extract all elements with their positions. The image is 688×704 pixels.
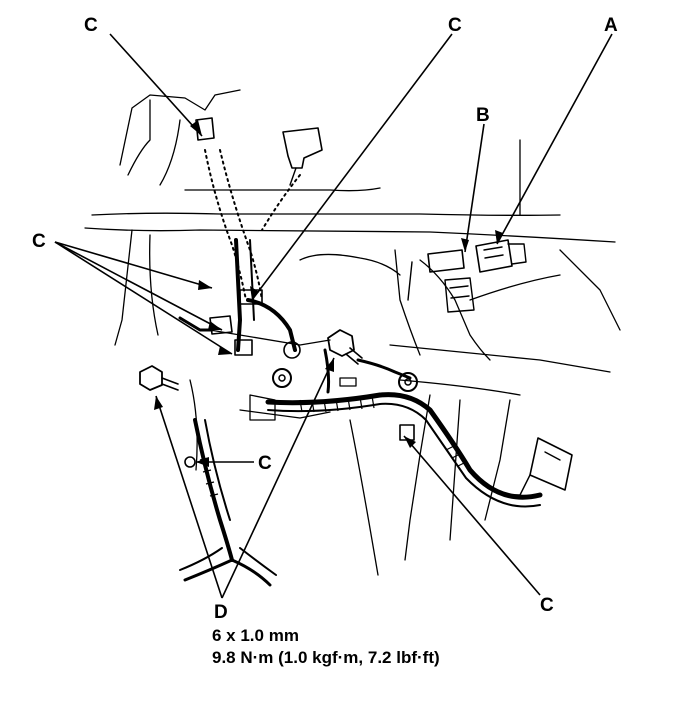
bolt-d-center [327, 329, 363, 365]
ground-terminal-center [272, 341, 418, 392]
wire-harness [178, 238, 543, 587]
connector-right [509, 437, 573, 496]
harness-hidden-path [204, 149, 301, 301]
callout-c-top-center: C [448, 15, 462, 36]
connector-b [407, 249, 475, 313]
leader-arrowheads [154, 120, 503, 467]
leader-lines [54, 33, 613, 599]
bolt-d-left [139, 365, 179, 391]
callout-c-lower-mid: C [258, 453, 272, 474]
clips [184, 117, 415, 468]
body-panel-outlines [84, 89, 621, 576]
callout-c-left: C [32, 231, 46, 252]
bolt-size-spec: 6 x 1.0 mm [212, 626, 299, 645]
callout-a: A [604, 15, 618, 36]
callout-d: D [214, 602, 228, 623]
connector-top [282, 127, 323, 186]
switch-a [475, 239, 527, 273]
callout-b: B [476, 105, 490, 126]
torque-spec: 9.8 N·m (1.0 kgf·m, 7.2 lbf·ft) [212, 648, 440, 667]
callout-c-top-left: C [84, 15, 98, 36]
callout-c-bottom-right: C [540, 595, 554, 616]
harness-texture [199, 395, 467, 497]
